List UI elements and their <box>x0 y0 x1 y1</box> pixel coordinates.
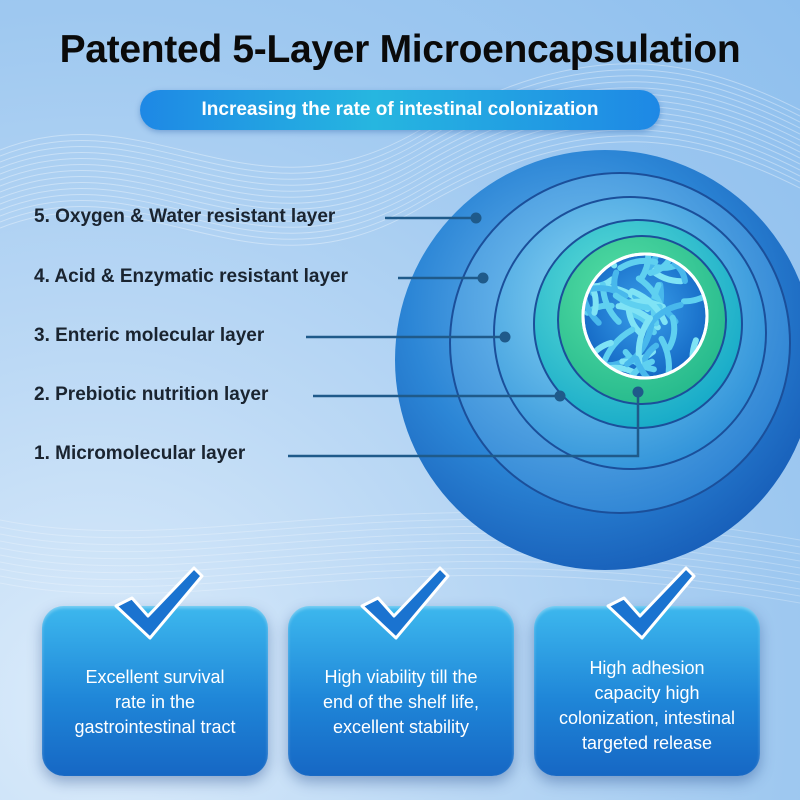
checkmark-icon <box>606 566 696 640</box>
wave-line <box>0 99 800 204</box>
bacterium <box>645 302 684 330</box>
layer-label-5: 5. Oxygen & Water resistant layer <box>34 206 336 227</box>
benefit-card-viability: High viability till the end of the shelf… <box>288 606 514 776</box>
wave-line <box>0 135 800 240</box>
layer-label-1: 1. Micromolecular layer <box>34 443 246 464</box>
wave-line <box>0 117 800 222</box>
page-title: Patented 5-Layer Microencapsulation <box>59 28 741 71</box>
leader-line-1 <box>288 392 640 458</box>
bacterium <box>647 256 673 276</box>
wave-line <box>0 105 800 210</box>
wave-line <box>0 141 800 246</box>
layer-label-3: 3. Enteric molecular layer <box>34 325 265 346</box>
leader-dot-4 <box>477 272 489 284</box>
layer-label-4: 4. Acid & Enzymatic resistant layer <box>34 266 348 287</box>
wave-line <box>0 75 800 180</box>
wave-line <box>0 567 800 597</box>
wave-line <box>0 63 800 168</box>
subtitle-banner: Increasing the rate of intestinal coloni… <box>140 90 660 130</box>
leader-dot-1 <box>632 386 644 398</box>
bacterium <box>628 288 668 326</box>
leader-dot-5 <box>470 212 482 224</box>
leader-dot-2 <box>554 390 566 402</box>
leader-lines <box>288 212 644 458</box>
layer-label-2: 2. Prebiotic nutrition layer <box>34 384 269 405</box>
checkmark-icon <box>114 566 204 640</box>
wave-line <box>0 129 800 234</box>
wave-line <box>0 111 800 216</box>
wave-line <box>0 69 800 174</box>
bacterium <box>658 335 672 378</box>
bacterium <box>671 260 688 285</box>
wave-line <box>0 87 800 192</box>
wave-line <box>0 81 800 186</box>
wave-line <box>0 560 800 590</box>
bacterium <box>624 322 655 368</box>
wave-line <box>0 123 800 228</box>
benefit-text: Excellent survival rate in the gastroint… <box>74 666 236 737</box>
wave-line <box>0 574 800 604</box>
bacterium <box>586 285 629 299</box>
bacterium <box>666 314 678 351</box>
leader-dot-3 <box>499 331 511 343</box>
benefit-text: High adhesion capacity high colonization… <box>558 658 736 753</box>
wave-line <box>0 93 800 198</box>
benefit-text: High viability till the end of the shelf… <box>322 666 480 737</box>
bacterium <box>617 257 659 272</box>
bacterium <box>680 285 707 305</box>
checkmark-icon <box>360 566 450 640</box>
